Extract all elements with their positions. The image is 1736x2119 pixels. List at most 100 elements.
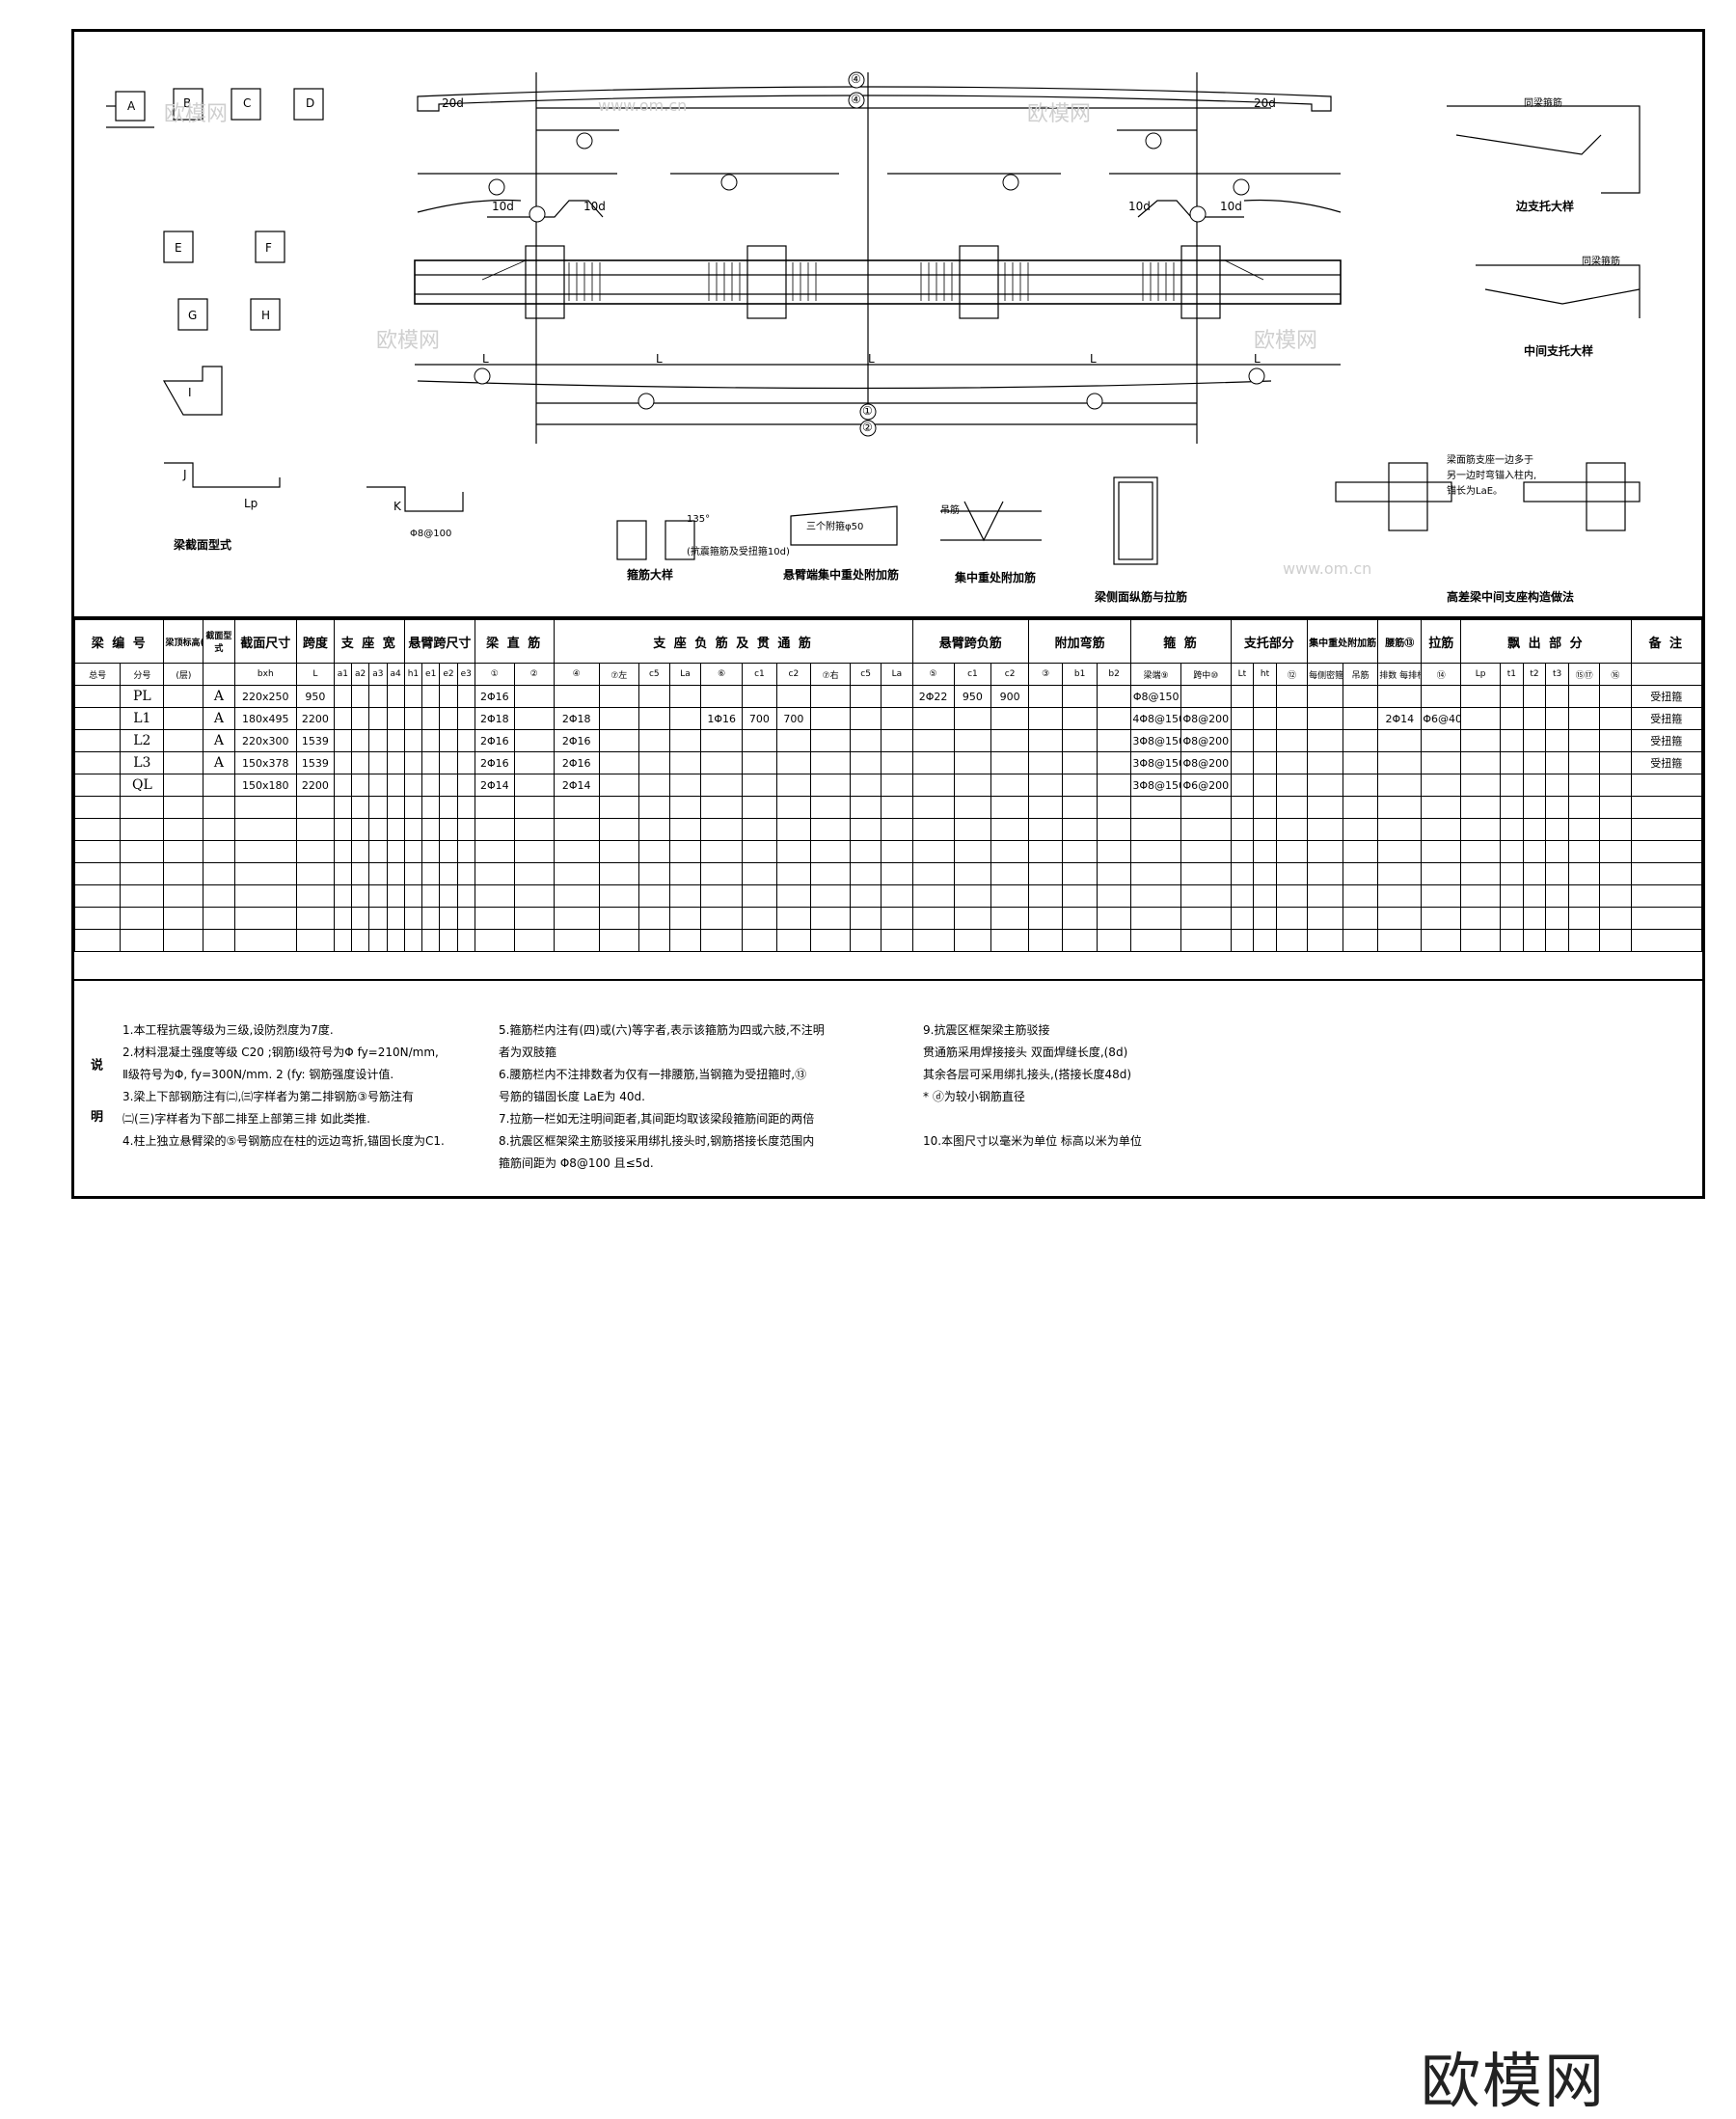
table-cell <box>1027 707 1064 730</box>
table-cell <box>1377 907 1423 930</box>
table-cell <box>513 884 555 908</box>
sub-header-cell: a3 <box>368 663 388 686</box>
table-cell <box>1275 929 1309 952</box>
table-cell <box>474 884 515 908</box>
type-letter-e: E <box>175 241 182 255</box>
table-cell <box>163 774 204 797</box>
table-cell <box>668 840 702 863</box>
table-cell <box>368 685 388 708</box>
sub-header-cell: ⑤ <box>911 663 955 686</box>
table-cell <box>1253 707 1277 730</box>
table-cell <box>368 818 388 841</box>
section-type-e <box>163 231 194 263</box>
table-cell <box>881 751 913 774</box>
type-letter-h: H <box>261 309 271 322</box>
table-cell <box>1062 774 1098 797</box>
table-cell <box>668 729 702 752</box>
table-cell <box>1421 729 1462 752</box>
sub-header-cell: (层) <box>163 663 204 686</box>
table-cell <box>163 796 204 819</box>
table-cell <box>403 751 423 774</box>
high-low-note-1: 梁面筋支座一边多于 <box>1447 455 1533 466</box>
table-cell <box>810 774 851 797</box>
sub-header-cell: b1 <box>1062 663 1098 686</box>
table-cell <box>1342 685 1379 708</box>
table-cell <box>1630 796 1703 819</box>
table-cell <box>233 818 298 841</box>
table-cell <box>637 685 670 708</box>
table-cell <box>333 840 352 863</box>
table-cell <box>1130 796 1181 819</box>
table-cell <box>700 751 744 774</box>
hdr-section: 截面尺寸 <box>233 619 298 664</box>
table-cell <box>1027 907 1064 930</box>
note-line: 9.抗震区框架梁主筋驳接 <box>923 1023 1050 1037</box>
table-cell <box>1522 818 1547 841</box>
table-cell <box>233 929 298 952</box>
table-cell <box>1522 840 1547 863</box>
bar-mark-1: ① <box>862 404 873 418</box>
watermark-3: 欧模网 <box>376 329 441 353</box>
table-cell <box>403 862 423 885</box>
table-cell <box>421 862 441 885</box>
table-cell <box>1500 796 1524 819</box>
sub-header-cell: ② <box>513 663 555 686</box>
hdr-waist: 腰筋⑬ <box>1377 619 1423 664</box>
table-cell <box>368 862 388 885</box>
table-cell <box>350 729 370 752</box>
table-cell <box>1500 840 1524 863</box>
table-cell: 3Φ8@150 <box>1130 729 1181 752</box>
table-cell <box>513 929 555 952</box>
table-cell <box>911 884 955 908</box>
table-cell <box>1307 929 1343 952</box>
dim-10d-right2: 10d <box>1220 200 1242 213</box>
table-cell <box>1500 929 1524 952</box>
table-cell <box>1180 884 1232 908</box>
table-cell <box>849 796 882 819</box>
section-type-h <box>250 298 281 331</box>
table-cell <box>421 907 441 930</box>
table-cell <box>1522 796 1547 819</box>
sub-header-cell: ① <box>474 663 515 686</box>
table-cell <box>1275 862 1309 885</box>
table-cell <box>668 862 702 885</box>
table-cell <box>775 884 812 908</box>
type-letter-a: A <box>127 99 136 113</box>
table-cell <box>203 884 235 908</box>
table-cell <box>456 840 475 863</box>
table-cell <box>1307 729 1343 752</box>
table-cell <box>1096 884 1132 908</box>
note-line: 1.本工程抗震等级为三级,设防烈度为7度. <box>122 1023 334 1037</box>
table-cell <box>849 862 882 885</box>
table-cell <box>368 751 388 774</box>
table-cell <box>73 774 122 797</box>
table-cell <box>953 884 992 908</box>
table-cell <box>1230 840 1255 863</box>
stirrup-note: (抗震箍筋及受扭箍10d) <box>687 547 790 557</box>
table-cell <box>1230 929 1255 952</box>
table-cell <box>953 729 992 752</box>
table-cell <box>1342 884 1379 908</box>
table-cell <box>403 685 423 708</box>
table-cell <box>1342 929 1379 952</box>
table-cell <box>1500 774 1524 797</box>
table-cell <box>1027 751 1064 774</box>
sub-header-cell: t3 <box>1545 663 1569 686</box>
table-cell <box>296 796 335 819</box>
table-cell: 950 <box>296 685 335 708</box>
table-cell <box>990 796 1029 819</box>
table-cell <box>1062 796 1098 819</box>
table-cell <box>742 862 777 885</box>
table-cell <box>990 840 1029 863</box>
section-type-c <box>231 88 261 121</box>
table-cell <box>990 707 1029 730</box>
table-cell <box>1545 884 1569 908</box>
note-line: 8.抗震区框架梁主筋驳接采用绑扎接头时,钢筋搭接长度范围内 <box>499 1134 815 1148</box>
hdr-support-neg: 支 座 负 筋 及 贯 通 筋 <box>553 619 913 664</box>
table-cell <box>881 707 913 730</box>
table-cell <box>810 685 851 708</box>
sub-header-cell: Lt <box>1230 663 1255 686</box>
table-cell <box>1230 707 1255 730</box>
section-type-j <box>164 462 281 488</box>
stirrup-caption: 箍筋大样 <box>627 568 674 582</box>
